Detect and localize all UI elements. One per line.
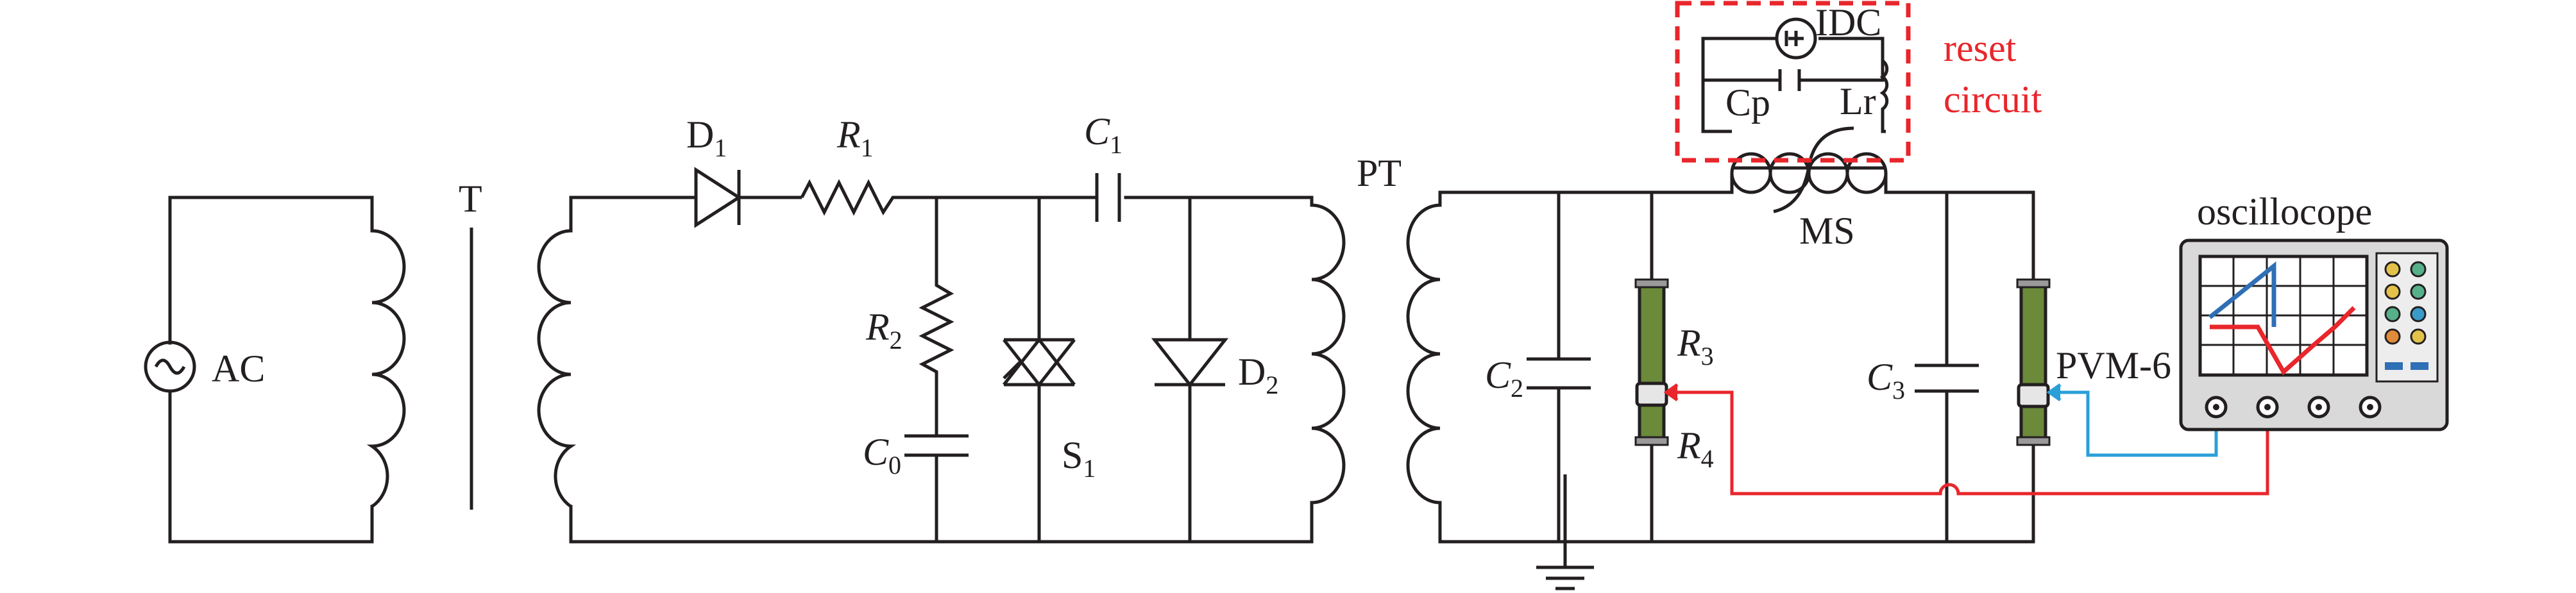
ac-label: AC [212,347,265,390]
r2-label: R2 [865,306,902,355]
ms-label: MS [1799,210,1855,252]
voltage-probe-icon [2016,278,2051,446]
ac-source-icon [144,196,374,544]
c0-label: C0 [863,431,901,480]
capacitor-icon [904,434,969,542]
transformer-label: T [459,178,482,220]
pt-label: PT [1357,152,1402,194]
reset-label-line2: circuit [1944,78,2042,121]
blue-arrow-icon [2046,383,2064,402]
capacitor-icon [1915,192,1979,542]
c3-label: C3 [1867,356,1905,405]
diode-icon [1151,197,1229,542]
inductor-icon [1730,126,1921,213]
resistor-icon [919,197,954,436]
cp-label: Cp [1725,81,1770,124]
r1-label: R1 [836,113,874,162]
thyristor-icon [1003,197,1076,542]
oscilloscope-label: oscillocope [2197,190,2372,233]
red-arrow-icon [1663,383,1687,402]
reset-label-line1: reset [1944,27,2017,69]
lr-label: Lr [1840,80,1876,122]
r4-label: R4 [1677,424,1714,473]
capacitor-icon [1095,173,1121,222]
reset-circuit [1675,1,1911,163]
c2-label: C2 [1485,354,1523,403]
pvm-label: PVM-6 [2056,344,2171,387]
s1-label: S1 [1062,434,1096,483]
oscilloscope-icon [2179,238,2449,431]
red-probe-cable [1687,390,2269,496]
resistor-icon [800,179,936,216]
capacitor-icon [1527,192,1591,542]
voltage-probe-icon [1634,192,1669,542]
blue-probe-cable [2062,390,2218,457]
r3-label: R3 [1677,322,1714,371]
c1-label: C1 [1084,110,1123,159]
ground-icon [1536,474,1594,590]
d2-label: D2 [1238,351,1278,399]
d1-label: D1 [686,113,727,162]
transformer-icon [366,228,577,510]
dc-source-icon [1775,17,1817,60]
idc-label: IDC [1815,1,1881,44]
diode-icon [600,167,802,228]
transformer-icon [1310,197,1442,506]
